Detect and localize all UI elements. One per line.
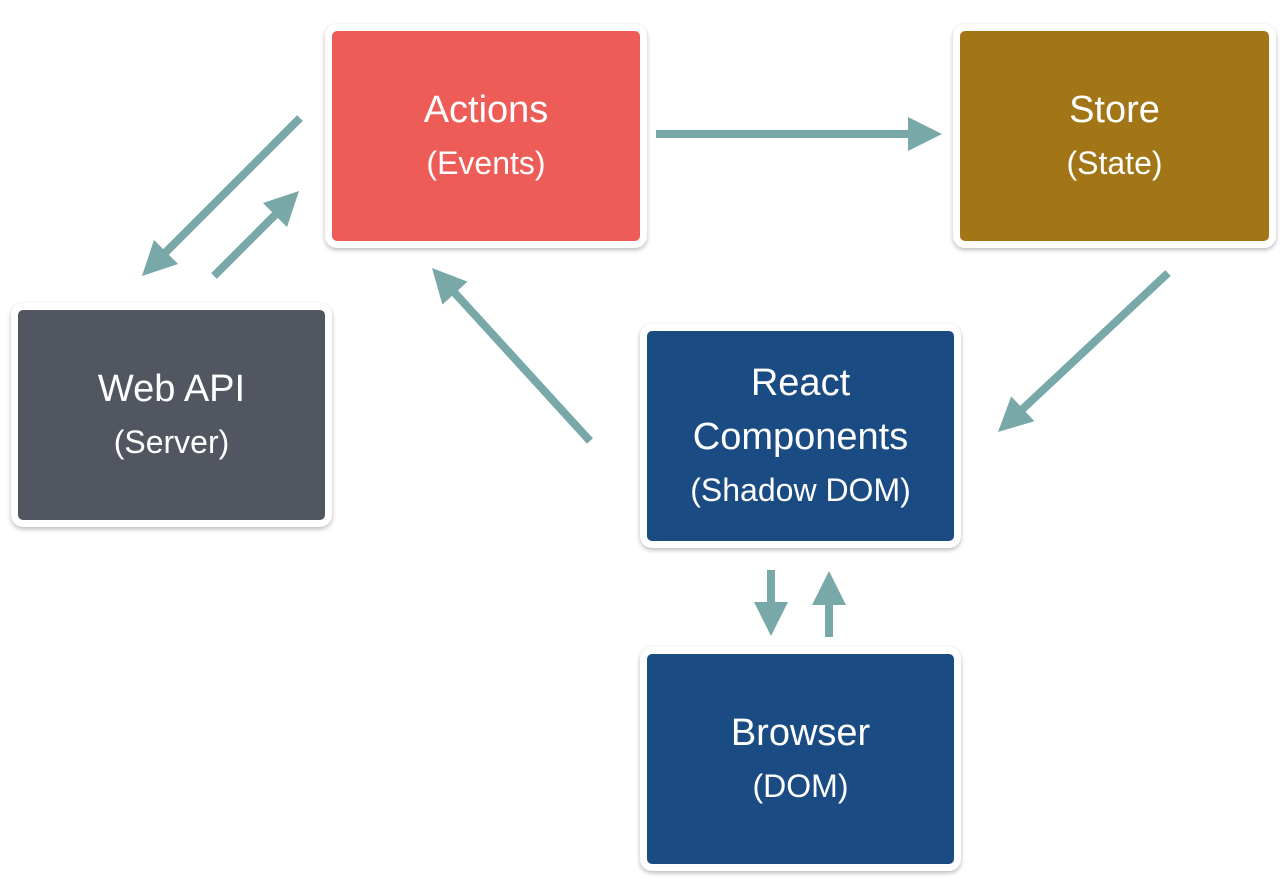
browser-node: Browser (DOM) — [640, 647, 961, 871]
react-to-actions-arrow-head — [432, 268, 468, 305]
webapi-to-actions-arrow-head — [262, 191, 299, 228]
store-to-react-arrow — [998, 270, 1171, 432]
webapi-title: Web API — [97, 368, 246, 410]
actions-to-store-arrow — [656, 117, 942, 151]
webapi-to-actions-arrow — [211, 191, 299, 279]
browser-title: Browser — [730, 712, 871, 754]
actions-to-webapi-arrow — [142, 115, 303, 276]
webapi-to-actions-arrow-shaft — [211, 210, 280, 279]
store-subtitle: (State) — [1066, 145, 1163, 181]
actions-to-webapi-arrow-shaft — [161, 115, 303, 257]
actions-subtitle: (Events) — [426, 145, 546, 181]
store-to-react-arrow-head — [998, 396, 1035, 432]
store-title: Store — [1069, 89, 1160, 131]
react-subtitle: (Shadow DOM) — [690, 472, 911, 508]
actions-to-store-arrow-head — [908, 117, 942, 151]
actions-to-webapi-arrow-head — [142, 239, 179, 276]
react-title-line2: Components — [692, 416, 909, 458]
browser-to-react-arrow-head — [812, 571, 846, 605]
actions-title: Actions — [423, 89, 549, 131]
react-to-actions-arrow — [432, 268, 593, 444]
react-to-browser-arrow — [754, 570, 788, 636]
store-to-react-arrow-shaft — [1018, 270, 1171, 414]
browser-to-react-arrow — [812, 571, 846, 637]
browser-subtitle: (DOM) — [752, 768, 849, 804]
react-title-line1: React — [750, 362, 851, 404]
react-to-browser-arrow-head — [754, 602, 788, 636]
react-components-node: React Components (Shadow DOM) — [640, 324, 961, 548]
actions-node: Actions (Events) — [325, 24, 647, 248]
webapi-node: Web API (Server) — [11, 303, 332, 527]
react-to-actions-arrow-shaft — [450, 288, 593, 444]
store-node: Store (State) — [953, 24, 1276, 248]
webapi-subtitle: (Server) — [113, 424, 230, 460]
